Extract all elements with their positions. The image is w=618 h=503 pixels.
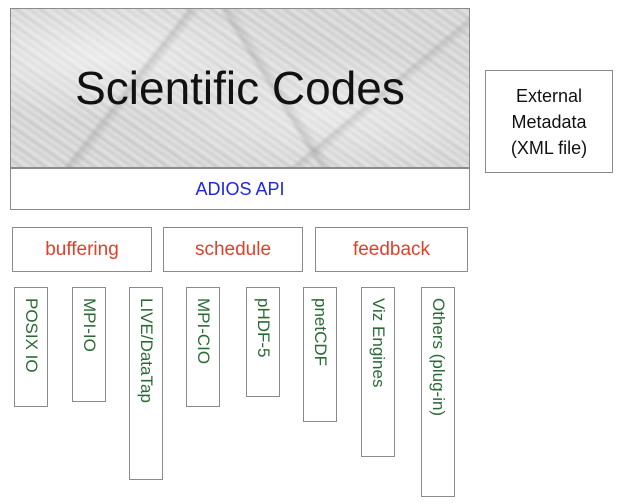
buffering-label: buffering [45,238,119,260]
transport-posix-io-label: POSIX IO [22,298,41,373]
external-metadata-box: External Metadata (XML file) [485,70,613,173]
schedule-box: schedule [163,227,303,272]
transport-pnetcdf-label: pnetCDF [311,298,330,367]
feedback-box: feedback [315,227,468,272]
transport-live-datatap-label: LIVE/DataTap [137,298,156,403]
transport-posix-io-box: POSIX IO [14,287,48,407]
transport-viz-engines-box: Viz Engines [361,287,395,457]
transport-mpi-io-label: MPI-IO [80,298,99,352]
transport-live-datatap-box: LIVE/DataTap [129,287,163,480]
scientific-codes-label: Scientific Codes [75,62,405,114]
transport-others-plugin-box: Others (plug-in) [421,287,455,497]
buffering-box: buffering [12,227,152,272]
external-metadata-label: External Metadata (XML file) [510,85,588,158]
transport-mpi-cio-box: MPI-CIO [186,287,220,407]
transport-phdf5-box: pHDF-5 [246,287,280,397]
transport-mpi-io-box: MPI-IO [72,287,106,402]
transport-others-plugin-label: Others (plug-in) [429,298,448,417]
transport-viz-engines-label: Viz Engines [369,298,388,388]
adios-api-box: ADIOS API [10,168,470,210]
transport-mpi-cio-label: MPI-CIO [194,298,213,365]
transport-phdf5-label: pHDF-5 [254,298,273,358]
scientific-codes-box: Scientific Codes [10,8,470,168]
feedback-label: feedback [352,238,431,260]
schedule-label: schedule [194,238,272,260]
transport-pnetcdf-box: pnetCDF [303,287,337,422]
adios-api-label: ADIOS API [195,178,285,199]
